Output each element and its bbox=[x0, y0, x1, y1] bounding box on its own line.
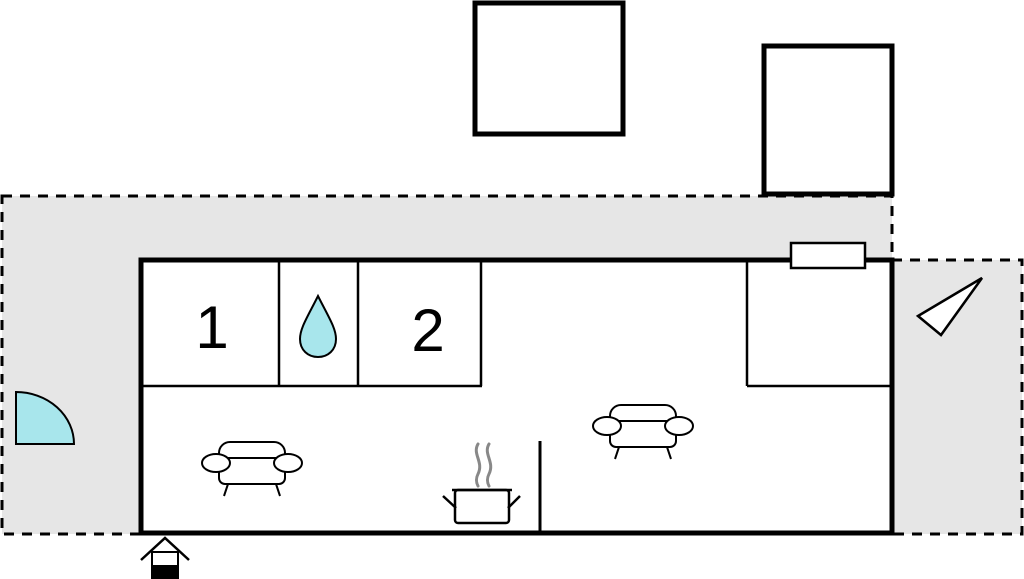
entrance-icon bbox=[140, 536, 190, 579]
wall-window bbox=[789, 241, 867, 270]
terrace-right bbox=[892, 258, 1024, 536]
water-drop-icon bbox=[298, 293, 338, 359]
interior-walls bbox=[141, 260, 892, 533]
door-swing-icon bbox=[15, 390, 76, 445]
cooking-pot-icon bbox=[442, 442, 521, 525]
room-label-1: 1 bbox=[195, 294, 228, 361]
outbuilding-right bbox=[761, 43, 895, 197]
room-label-2: 2 bbox=[411, 297, 444, 364]
outbuilding-left bbox=[472, 0, 626, 137]
main-building bbox=[138, 257, 895, 536]
view-direction-icon bbox=[915, 276, 984, 337]
sofa-icon bbox=[201, 441, 303, 497]
sofa-icon bbox=[592, 404, 694, 460]
